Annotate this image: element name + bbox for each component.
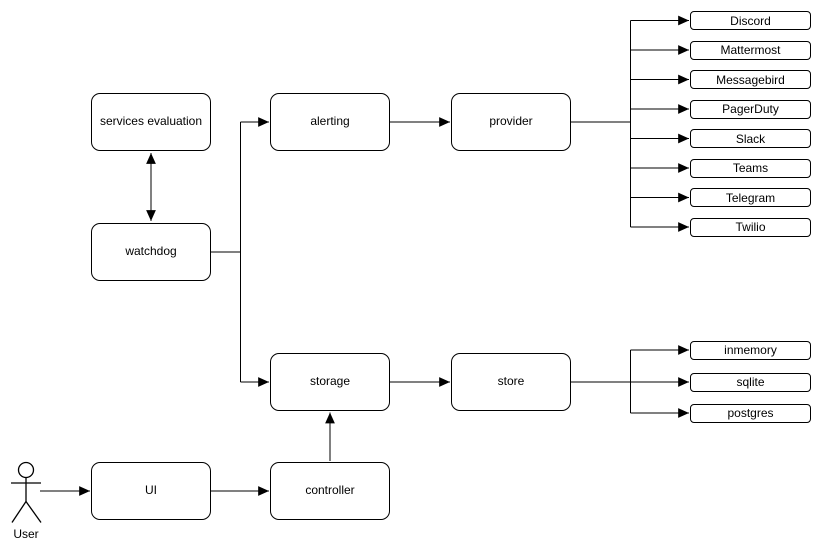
node-controller-label: controller: [305, 483, 355, 498]
node-alerting: alerting: [270, 93, 390, 151]
node-store-postgres: postgres: [690, 403, 811, 423]
user-actor-label: User: [13, 527, 39, 541]
node-services-evaluation: services evaluation: [91, 93, 211, 151]
node-store-inmemory: inmemory: [690, 340, 811, 360]
node-provider-slack: Slack: [690, 129, 811, 148]
node-store-label: store: [497, 374, 525, 389]
node-storage: storage: [270, 353, 390, 411]
node-provider-telegram: Telegram: [690, 188, 811, 207]
node-services-evaluation-label: services evaluation: [99, 114, 203, 129]
node-provider-twilio: Twilio: [690, 217, 811, 237]
node-store-sqlite: sqlite: [690, 372, 811, 392]
node-watchdog: watchdog: [91, 223, 211, 281]
node-provider-mattermost: Mattermost: [690, 40, 811, 60]
node-provider-messagebird: Messagebird: [690, 70, 811, 89]
node-provider-label: provider: [489, 114, 533, 129]
user-actor-icon: [11, 461, 42, 523]
node-watchdog-label: watchdog: [125, 244, 177, 259]
node-provider: provider: [451, 93, 571, 151]
node-ui: UI: [91, 462, 211, 520]
node-provider-discord: Discord: [690, 11, 811, 30]
node-provider-teams: Teams: [690, 158, 811, 178]
node-ui-label: UI: [145, 483, 157, 498]
node-alerting-label: alerting: [310, 114, 350, 129]
node-storage-label: storage: [309, 374, 351, 389]
node-store: store: [451, 353, 571, 411]
node-provider-pagerduty: PagerDuty: [690, 99, 811, 119]
node-controller: controller: [270, 462, 390, 520]
